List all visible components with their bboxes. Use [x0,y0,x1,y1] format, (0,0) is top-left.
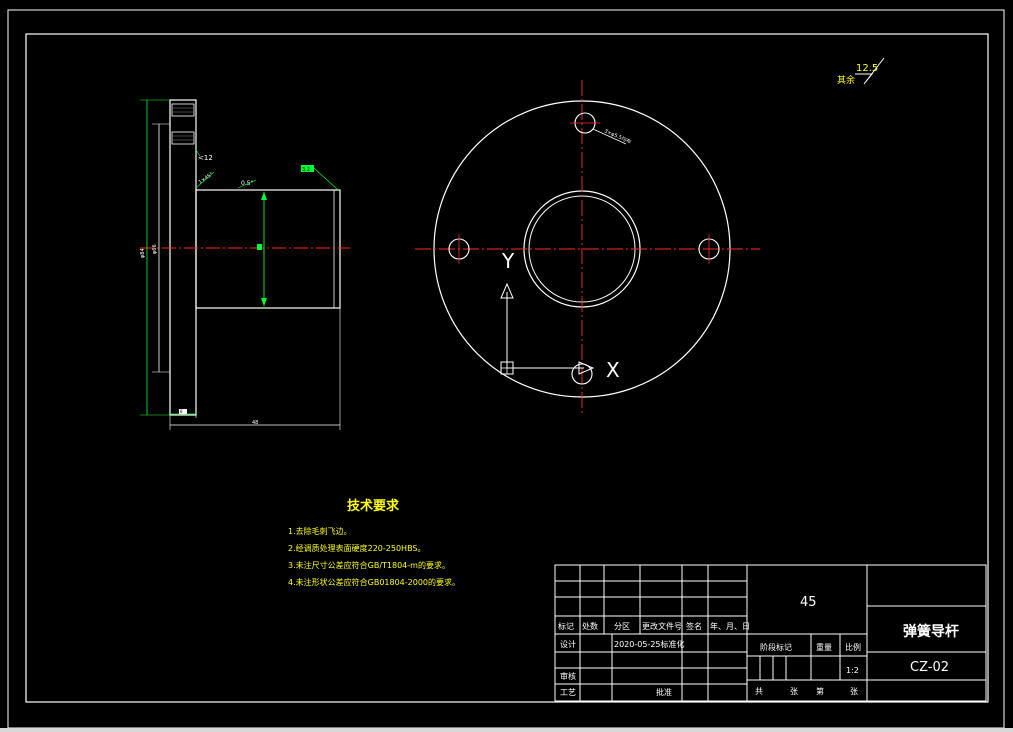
drawing-number: CZ-02 [910,660,949,675]
outer-border [7,9,1005,729]
axis-y-label: Y [501,249,515,273]
scale-value: 1:2 [846,666,859,675]
surface-finish-symbol: 其余 12.5 [837,57,885,86]
tb-header-zone: 分区 [614,622,630,631]
dim-chamfer: <12 [198,154,213,162]
tech-item-3: 3.未注尺寸公差应符合GB/T1804-m的要求。 [288,560,450,570]
tb-sheet-no: 第 [816,686,824,696]
window-bottom-edge [0,728,1013,732]
surface-finish-prefix: 其余 [837,74,855,86]
side-view: φ84 φ66 <12 1×45° 0.5° 3.2 8 48 [140,99,350,430]
part-name: 弹簧导杆 [903,623,959,640]
dim-flange-height: φ66 [152,244,158,254]
dim-taper: 0.5° [241,180,254,187]
axis-x-label: X [606,358,620,382]
tb-review-label: 审核 [560,671,576,681]
dim-bottom-thickness: 8 [180,409,183,414]
tb-scale-label: 比例 [845,642,861,652]
dim-total-length: 48 [252,420,258,426]
dim-finish-tag: 3.2 [302,167,310,173]
drawing-frame [25,33,989,703]
surface-finish-value: 12.5 [856,63,878,74]
tb-header-sign: 签名 [686,621,702,631]
tb-design-label: 设计 [560,639,576,649]
title-block [554,564,987,702]
tb-header-date: 年、月、日 [710,621,750,631]
hole-note: 3×φ5.5均布 [603,127,632,145]
tb-approve-label: 批准 [656,687,672,697]
title-block-text: 45 弹簧导杆 CZ-02 1:2 标记 处数 分区 更改文件号 签名 年、月、… [558,595,959,697]
tb-weight-label: 重量 [816,642,832,652]
tech-requirements: 技术要求 1.去除毛刺飞边。 2.经调质处理表面硬度220-250HBS。 3.… [288,498,460,587]
material: 45 [800,595,817,610]
tb-sheet-unit2: 张 [850,687,858,696]
front-view: 3×φ5.5均布 Y X [415,80,760,414]
tb-header-count: 处数 [582,621,598,631]
tb-header-change-doc: 更改文件号 [642,621,682,631]
tech-requirements-title: 技术要求 [347,498,400,514]
tb-sheet-total: 共 [755,687,763,696]
tb-design-value: 2020-05-25标准化 [614,639,685,649]
tb-stage-label: 阶段标记 [760,642,792,652]
tb-header-mark: 标记 [558,621,574,631]
tb-sheet-unit: 张 [790,687,798,696]
dim-overall-height: φ84 [140,248,146,258]
tech-item-2: 2.经调质处理表面硬度220-250HBS。 [288,543,426,553]
tb-process-label: 工艺 [560,688,576,697]
tech-item-1: 1.去除毛刺飞边。 [288,526,352,536]
tech-item-4: 4.未注形状公差应符合GB01804-2000的要求。 [288,577,460,587]
